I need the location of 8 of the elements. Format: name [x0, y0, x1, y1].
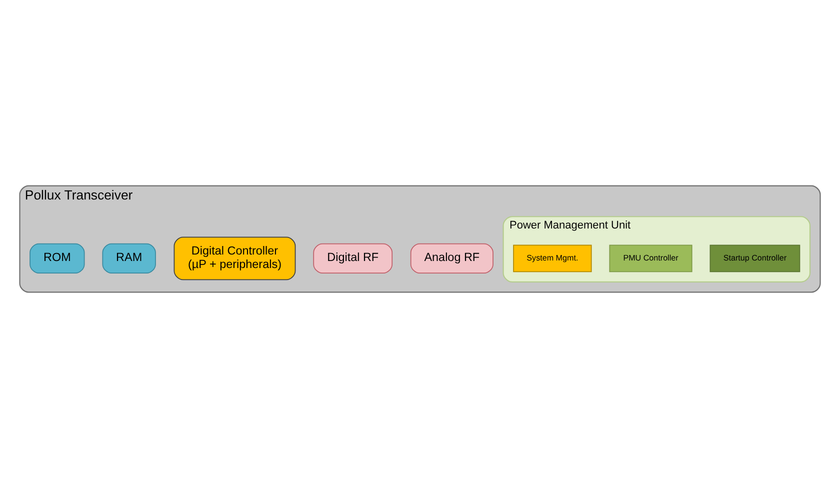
node-box: Digital Controller (µP + peripherals) — [174, 236, 296, 280]
node-box: ROM — [30, 242, 85, 274]
node-box: Startup Controller — [710, 244, 800, 272]
node-box: Analog RF — [410, 242, 494, 274]
node-box: System Mgmt. — [513, 244, 592, 272]
node-box: PMU Controller — [609, 244, 692, 272]
node-box: RAM — [102, 242, 156, 274]
node-box: Digital RF — [313, 242, 393, 274]
